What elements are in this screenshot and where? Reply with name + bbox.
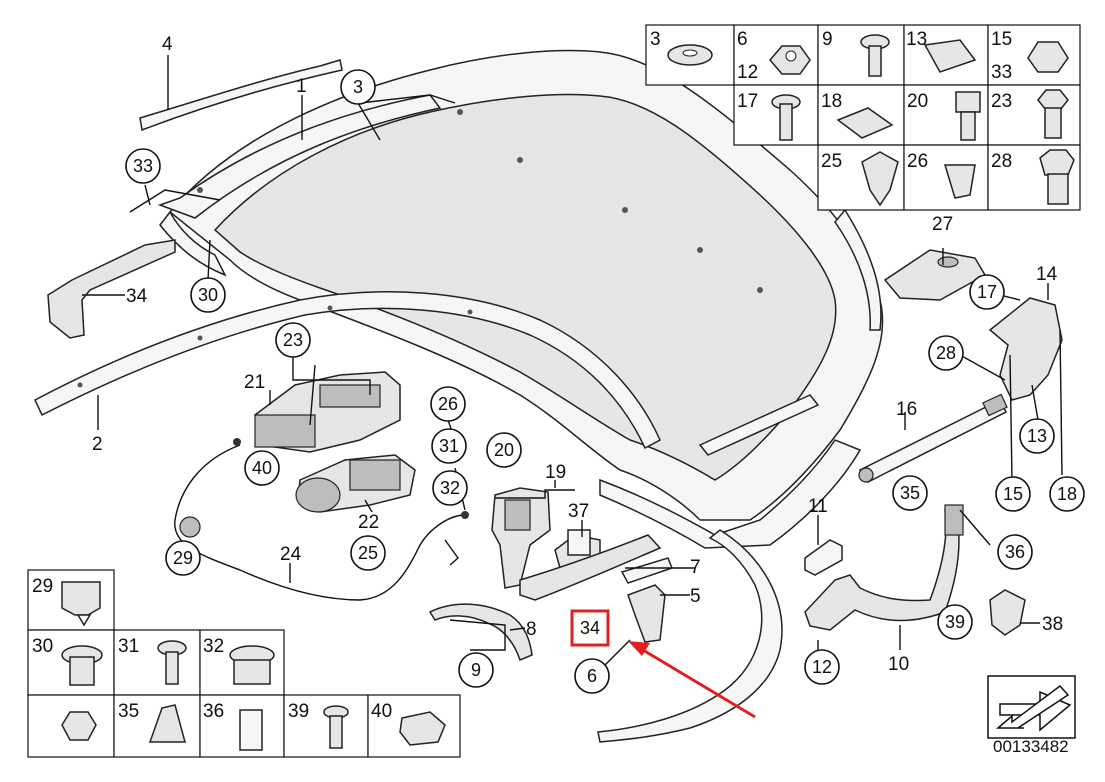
circled-callout-35: 35 (900, 483, 920, 503)
clip-38 (989, 589, 1026, 636)
circled-callout-26: 26 (438, 394, 458, 414)
circled-callout-39: 39 (945, 612, 965, 632)
cable-24 (174, 438, 469, 601)
motor-22 (295, 454, 416, 513)
legend-label-40: 40 (371, 701, 392, 722)
callout-24: 24 (280, 544, 302, 565)
bottom-legend-labels: 29 30 31 32 35 36 39 40 (32, 576, 392, 722)
catalog-logo (987, 675, 1076, 739)
callout-37: 37 (568, 501, 589, 522)
legend-label-35: 35 (118, 701, 139, 722)
legend-label-28: 28 (991, 151, 1012, 172)
circled-callout-6: 6 (587, 666, 597, 686)
circled-callout-32: 32 (440, 478, 460, 498)
legend-label-26: 26 (907, 151, 928, 172)
hinge-10 (804, 504, 964, 631)
legend-label-15: 15 (991, 29, 1012, 50)
legend-label-18: 18 (821, 91, 842, 112)
circled-callout-15: 15 (1003, 484, 1023, 504)
circled-callout-33: 33 (133, 156, 153, 176)
circled-callout-30: 30 (198, 285, 218, 305)
hinge-14 (988, 297, 1063, 401)
callout-19: 19 (545, 462, 566, 483)
leader-lines (82, 55, 1063, 666)
top-legend-grid (645, 24, 1081, 211)
legend-label-29: 29 (32, 576, 53, 597)
circled-callout-28: 28 (936, 343, 956, 363)
legend-label-6: 6 (737, 29, 748, 50)
circled-callout-31: 31 (439, 436, 459, 456)
callout-11: 11 (808, 496, 828, 517)
catalog-number: 00133482 (993, 737, 1069, 756)
legend-label-36: 36 (203, 701, 224, 722)
callout-22: 22 (358, 512, 379, 533)
seal-strip-2 (34, 291, 661, 450)
callout-8: 8 (526, 619, 537, 640)
callout-38: 38 (1042, 614, 1063, 635)
motor-21 (254, 371, 401, 453)
callout-10: 10 (888, 654, 909, 675)
legend-label-25: 25 (821, 151, 842, 172)
callout-1: 1 (296, 76, 307, 97)
legend-label-12: 12 (737, 62, 758, 83)
legend-label-23: 23 (991, 91, 1012, 112)
seal-strip-4 (139, 59, 343, 132)
legend-label-32: 32 (203, 636, 224, 657)
bracket-5 (627, 584, 666, 643)
circled-callout-12: 12 (812, 657, 832, 677)
callout-14: 14 (1036, 264, 1058, 285)
plain-callouts: 4 1 34 2 21 22 24 19 37 7 5 8 11 10 27 1… (92, 34, 1063, 675)
bottom-legend-grid (27, 569, 461, 758)
legend-label-13: 13 (906, 29, 927, 50)
lock-19 (491, 487, 551, 589)
circled-callout-18: 18 (1057, 484, 1077, 504)
circled-callout-25: 25 (358, 543, 378, 563)
legend-label-39: 39 (288, 701, 309, 722)
seal-strip-34-center (519, 534, 662, 601)
highlight-callout: 34 (570, 609, 756, 719)
seal-strip-lower-right (597, 529, 783, 743)
bracket-11 (804, 539, 843, 576)
callout-21: 21 (244, 372, 265, 393)
legend-label-17: 17 (737, 91, 758, 112)
legend-label-31: 31 (118, 636, 139, 657)
circled-callout-23: 23 (283, 330, 303, 350)
callout-5: 5 (690, 586, 701, 607)
legend-label-3: 3 (650, 29, 661, 50)
callout-2: 2 (92, 434, 103, 455)
circled-callout-40: 40 (252, 458, 272, 478)
callout-34: 34 (126, 286, 148, 307)
top-legend-labels: 3 6 12 9 13 15 33 17 18 20 23 25 26 28 (650, 29, 1012, 172)
circled-callout-29: 29 (173, 548, 193, 568)
legend-label-33: 33 (991, 62, 1012, 83)
hardtop-shell (157, 49, 884, 549)
circled-callout-17: 17 (977, 282, 997, 302)
highlighted-callout-34: 34 (580, 618, 600, 638)
gas-strut-16 (858, 393, 1008, 483)
circled-callout-3: 3 (353, 77, 363, 97)
legend-label-9: 9 (822, 29, 833, 50)
circled-callout-13: 13 (1027, 426, 1047, 446)
circled-callout-20: 20 (494, 440, 514, 460)
circled-callout-9: 9 (471, 660, 481, 680)
callout-16: 16 (896, 399, 917, 420)
legend-label-30: 30 (32, 636, 53, 657)
seal-strip-34-left (47, 239, 176, 339)
circled-callouts: 3 33 30 23 40 26 31 32 20 25 29 9 6 12 1… (125, 69, 1085, 694)
circled-callout-36: 36 (1005, 542, 1025, 562)
callout-27: 27 (932, 214, 953, 235)
callout-7: 7 (690, 557, 701, 578)
callout-4: 4 (162, 34, 173, 55)
handle-8 (428, 603, 533, 662)
legend-label-20: 20 (907, 91, 928, 112)
